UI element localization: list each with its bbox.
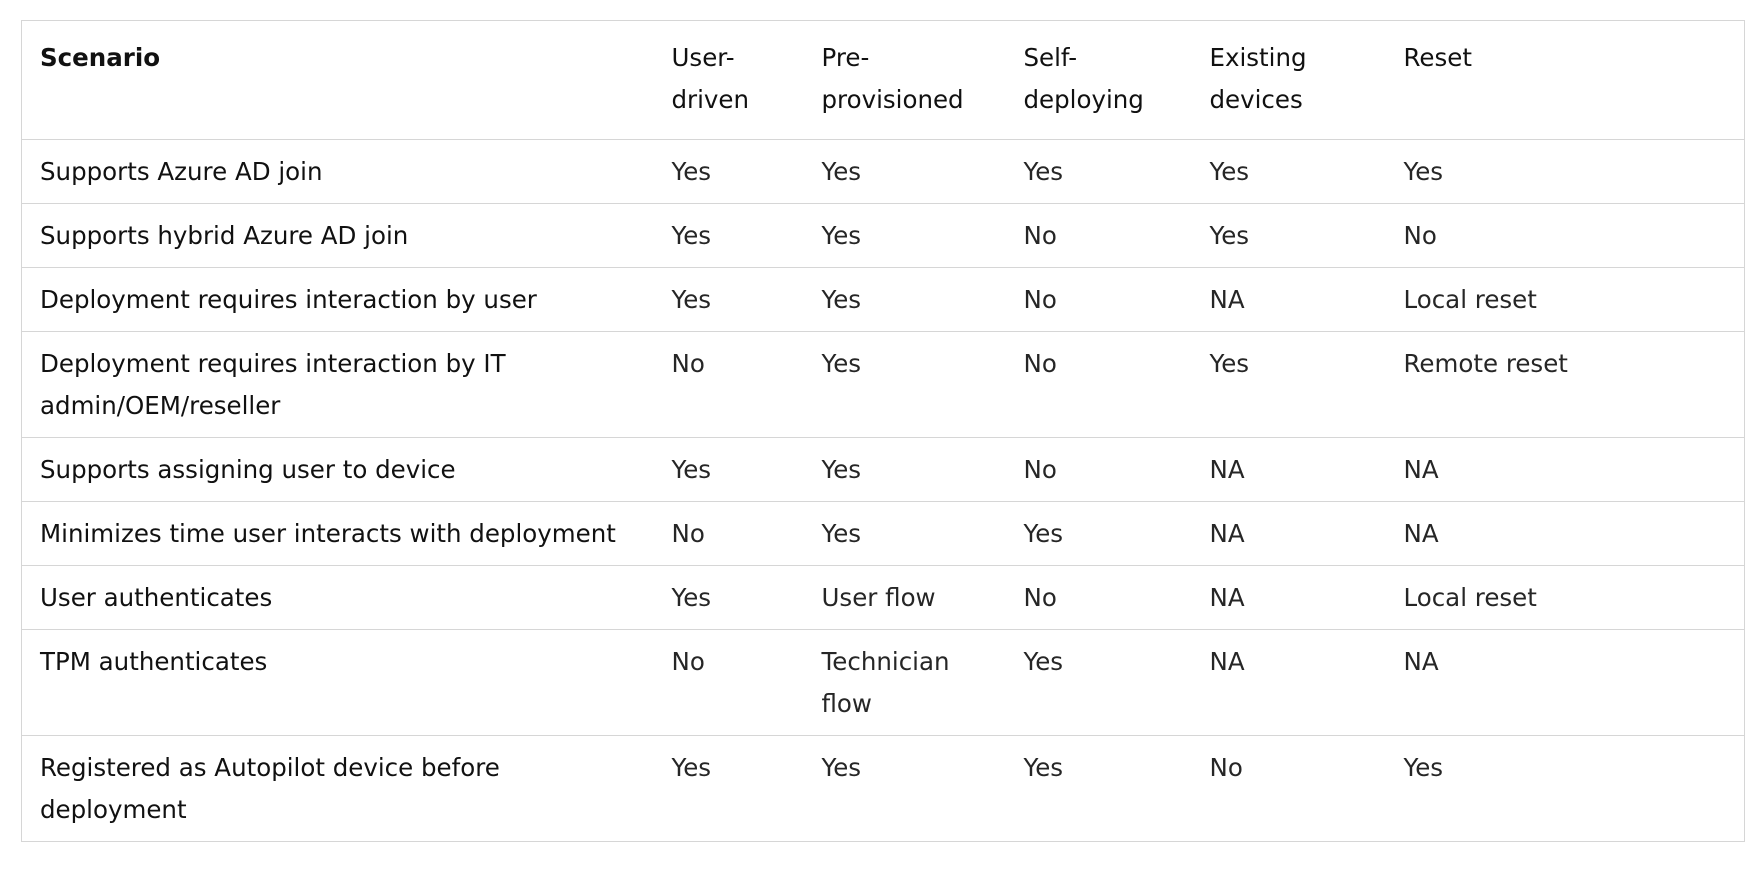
value-cell: Yes (803, 203, 1006, 268)
table-row: Registered as Autopilot device before de… (21, 735, 1745, 842)
value-cell: Yes (1385, 735, 1745, 842)
value-cell: No (1385, 203, 1745, 268)
value-cell: NA (1191, 565, 1386, 630)
value-cell: Yes (1005, 629, 1192, 736)
value-cell: Yes (803, 735, 1006, 842)
value-cell: Local reset (1385, 565, 1745, 630)
value-cell: Remote reset (1385, 331, 1745, 438)
value-cell: Yes (653, 267, 804, 332)
autopilot-scenarios-table: Scenario User-driven Pre-provisioned Sel… (21, 20, 1745, 842)
value-cell: Yes (1005, 735, 1192, 842)
value-cell: No (653, 629, 804, 736)
value-cell: No (653, 501, 804, 566)
scenario-cell: Minimizes time user interacts with deplo… (21, 501, 654, 566)
table-row: Minimizes time user interacts with deplo… (21, 501, 1745, 566)
header-existing-devices: Existing devices (1191, 20, 1386, 140)
table-header-row: Scenario User-driven Pre-provisioned Sel… (21, 20, 1745, 140)
table-row: Deployment requires interaction by user … (21, 267, 1745, 332)
value-cell: Yes (1191, 331, 1386, 438)
value-cell: No (1191, 735, 1386, 842)
value-cell: NA (1385, 629, 1745, 736)
value-cell: Yes (653, 565, 804, 630)
scenario-cell: Supports assigning user to device (21, 437, 654, 502)
value-cell: Yes (1005, 501, 1192, 566)
table-row: TPM authenticates No Technician flow Yes… (21, 629, 1745, 736)
value-cell: Yes (803, 437, 1006, 502)
value-cell: User flow (803, 565, 1006, 630)
value-cell: Yes (653, 735, 804, 842)
value-cell: Technician flow (803, 629, 1006, 736)
value-cell: NA (1385, 437, 1745, 502)
value-cell: No (1005, 203, 1192, 268)
value-cell: No (1005, 267, 1192, 332)
value-cell: NA (1191, 629, 1386, 736)
value-cell: Yes (653, 139, 804, 204)
value-cell: Yes (803, 331, 1006, 438)
table-row: Supports Azure AD join Yes Yes Yes Yes Y… (21, 139, 1745, 204)
value-cell: Yes (653, 437, 804, 502)
scenario-cell: User authenticates (21, 565, 654, 630)
scenario-cell: TPM authenticates (21, 629, 654, 736)
value-cell: NA (1191, 267, 1386, 332)
value-cell: Yes (803, 139, 1006, 204)
value-cell: No (1005, 437, 1192, 502)
scenario-cell: Deployment requires interaction by IT ad… (21, 331, 654, 438)
scenario-cell: Supports hybrid Azure AD join (21, 203, 654, 268)
header-scenario: Scenario (21, 20, 654, 140)
value-cell: No (1005, 565, 1192, 630)
header-pre-provisioned: Pre-provisioned (803, 20, 1006, 140)
table-row: Deployment requires interaction by IT ad… (21, 331, 1745, 438)
value-cell: Yes (1191, 139, 1386, 204)
value-cell: NA (1191, 437, 1386, 502)
table-row: Supports hybrid Azure AD join Yes Yes No… (21, 203, 1745, 268)
value-cell: No (653, 331, 804, 438)
value-cell: Yes (1191, 203, 1386, 268)
value-cell: Yes (803, 501, 1006, 566)
value-cell: Yes (803, 267, 1006, 332)
header-user-driven: User-driven (653, 20, 804, 140)
table-row: User authenticates Yes User flow No NA L… (21, 565, 1745, 630)
value-cell: Yes (1385, 139, 1745, 204)
scenario-cell: Supports Azure AD join (21, 139, 654, 204)
table-row: Supports assigning user to device Yes Ye… (21, 437, 1745, 502)
value-cell: NA (1385, 501, 1745, 566)
value-cell: Local reset (1385, 267, 1745, 332)
comparison-table-container: Scenario User-driven Pre-provisioned Sel… (21, 20, 1745, 842)
value-cell: Yes (1005, 139, 1192, 204)
header-self-deploying: Self-deploying (1005, 20, 1192, 140)
scenario-cell: Deployment requires interaction by user (21, 267, 654, 332)
scenario-cell: Registered as Autopilot device before de… (21, 735, 654, 842)
header-reset: Reset (1385, 20, 1745, 140)
value-cell: Yes (653, 203, 804, 268)
value-cell: NA (1191, 501, 1386, 566)
value-cell: No (1005, 331, 1192, 438)
